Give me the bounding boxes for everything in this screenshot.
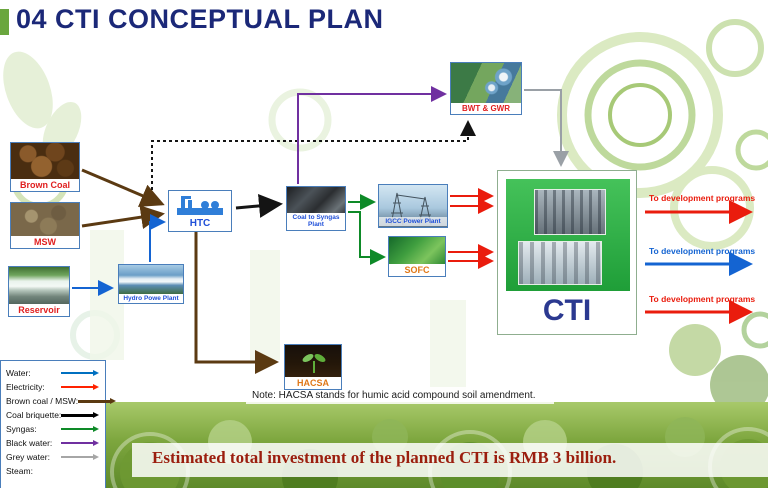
igcc-pylon-icon — [390, 192, 432, 226]
legend-row-electricity: Electricity: — [6, 380, 101, 394]
brown-coal-label: Brown Coal — [11, 179, 79, 192]
hacsa-note: Note: HACSA stands for humic acid compou… — [252, 390, 536, 401]
htc-image — [169, 191, 231, 217]
legend-brown-coal-line — [78, 398, 118, 404]
coal-to-syngas-node: Coal to Syngas Plant — [286, 186, 346, 231]
bwt-gwr-image — [451, 63, 521, 103]
legend-syngas-line — [61, 426, 101, 432]
investment-statement: Estimated total investment of the planne… — [152, 448, 617, 467]
legend-row-coal-briquette: Coal briquette: — [6, 408, 101, 422]
legend-coal-briquette-line — [61, 412, 101, 418]
legend-label: Syngas: — [6, 424, 37, 434]
hacsa-node: HACSA — [284, 344, 342, 391]
hydro-label: Hydro Powe Plant — [119, 294, 183, 304]
msw-image — [11, 203, 79, 236]
cti-label: CTI — [542, 294, 592, 327]
legend-label: Grey water: — [6, 452, 50, 462]
legend-steam-line — [61, 468, 101, 474]
page-title: 04 CTI CONCEPTUAL PLAN — [16, 4, 384, 34]
msw-label: MSW — [11, 236, 79, 249]
sofc-image — [389, 237, 445, 264]
igcc-label: IGCC Power Plant — [379, 216, 447, 226]
title-accent-bar — [0, 9, 9, 35]
legend-row-black-water: Black water: — [6, 436, 101, 450]
legend-row-syngas: Syngas: — [6, 422, 101, 436]
reservoir-image — [9, 267, 69, 304]
bwt-gwr-node: BWT & GWR — [450, 62, 522, 116]
hacsa-sprout-icon — [302, 354, 326, 373]
hacsa-label: HACSA — [285, 377, 341, 390]
cti-image-panel — [506, 179, 630, 291]
sofc-node: SOFC — [388, 236, 446, 278]
output-label-3: To development programs — [649, 294, 756, 304]
legend-row-grey-water: Grey water: — [6, 450, 101, 464]
bwt-gwr-label: BWT & GWR — [451, 103, 521, 115]
footer-backdrop — [132, 443, 768, 477]
legend-label: Black water: — [6, 438, 53, 448]
legend-label: Water: — [6, 368, 31, 378]
brown-coal-node: Brown Coal — [10, 142, 80, 193]
output-label-1: To development programs — [649, 193, 756, 203]
reservoir-node: Reservoir — [8, 266, 70, 318]
legend-water-line — [61, 370, 101, 376]
legend-grey-water-line — [61, 454, 101, 460]
reservoir-label: Reservoir — [9, 304, 69, 317]
legend-black-water-line — [61, 440, 101, 446]
legend: Water: Electricity: Brown coal / MSW: Co… — [0, 360, 117, 488]
cti-plant-photo-bottom — [518, 241, 602, 285]
igcc-node: IGCC Power Plant — [378, 184, 448, 228]
legend-row-steam: Steam: — [6, 464, 101, 478]
brown-coal-image — [11, 143, 79, 179]
sofc-label: SOFC — [389, 264, 445, 277]
cti-node: CTI — [497, 170, 637, 335]
coal-to-syngas-image — [287, 187, 345, 213]
note-backdrop — [246, 387, 554, 404]
legend-electricity-line — [61, 384, 101, 390]
htc-node: HTC — [168, 190, 232, 232]
coal-to-syngas-label: Coal to Syngas Plant — [287, 213, 345, 230]
hydro-node: Hydro Powe Plant — [118, 264, 184, 305]
output-label-2: To development programs — [649, 246, 756, 256]
hydro-image — [119, 265, 183, 294]
htc-label: HTC — [169, 217, 231, 231]
msw-node: MSW — [10, 202, 80, 250]
hacsa-image — [285, 345, 341, 377]
legend-row-brown-coal: Brown coal / MSW: — [6, 394, 117, 408]
cti-plant-photo-top — [534, 189, 606, 235]
legend-label: Electricity: — [6, 382, 45, 392]
legend-label: Brown coal / MSW: — [6, 396, 79, 406]
legend-label: Coal briquette: — [6, 410, 62, 420]
legend-label: Steam: — [6, 466, 33, 476]
htc-factory-icon — [177, 196, 223, 215]
legend-row-water: Water: — [6, 366, 101, 380]
